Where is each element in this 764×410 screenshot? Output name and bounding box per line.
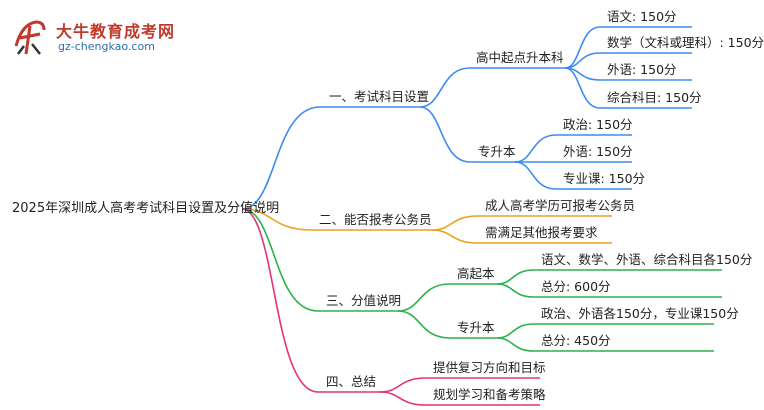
logo-mark-icon [14,20,46,55]
connector-b2-leaf [431,215,479,231]
leaf-review-direction: 提供复习方向和目标 [433,360,546,375]
leaf-foreign-language: 外语: 150分 [607,62,677,77]
leaf-other-requirements: 需满足其他报考要求 [485,225,598,240]
connector-zsb2-leaf [496,323,535,339]
connector-zsb-leaf [514,134,557,163]
connector-b4-leaf [379,391,427,406]
connector-b3-zsb [397,310,451,339]
branch-civil-servant: 二、能否报考公务员 [319,212,432,227]
connector-gaoqi-leaf [564,67,601,109]
connector-root-b2 [241,208,313,231]
connector-b3-gqb [397,283,451,312]
branch-summary: 四、总结 [326,374,377,389]
leaf-chinese: 语文: 150分 [607,9,677,24]
site-logo[interactable]: 大牛教育成考网 gz-chengkao.com [6,16,206,60]
branch-exam-subjects: 一、考试科目设置 [329,89,430,104]
leaf-foreign-language-2: 外语: 150分 [563,144,633,159]
connector-root-b4 [241,208,319,393]
node-gaoqiben: 高起本 [457,266,495,281]
leaf-politics: 政治: 150分 [563,117,633,132]
node-high-to-bachelor: 高中起点升本科 [476,50,564,65]
connector-b4-leaf [379,377,427,393]
connector-root-b3 [241,208,319,312]
root-node: 2025年深圳成人高考考试科目设置及分值说明 [12,201,280,216]
connector-gqb-leaf [496,283,535,298]
connector-zsb-leaf [514,161,557,190]
connector-root-b1 [241,106,321,210]
node-zhuanshengben-2: 专升本 [457,320,495,335]
leaf-plan-strategy: 规划学习和备考策略 [433,387,546,402]
node-zhuanshengben: 专升本 [478,144,516,159]
connector-b1-zsb [419,106,471,163]
logo-title: 大牛教育成考网 [56,22,176,41]
leaf-can-apply: 成人高考学历可报考公务员 [485,198,636,213]
connector-zsb2-leaf [496,337,535,352]
connector-gqb-leaf [496,269,535,285]
leaf-gaoqiben-subjects: 语文、数学、外语、综合科目各150分 [541,252,753,267]
logo-url[interactable]: gz-chengkao.com [58,40,155,53]
leaf-gaoqiben-total: 总分: 600分 [541,279,611,294]
connector-b1-gaoqi [419,67,471,108]
leaf-major-course: 专业课: 150分 [563,171,646,186]
leaf-math: 数学（文科或理科）: 150分 [607,35,764,50]
connector-gaoqi-leaf [564,26,601,69]
connector-b2-leaf [431,229,479,244]
leaf-comprehensive: 综合科目: 150分 [607,90,702,105]
leaf-zhuanshengben-total: 总分: 450分 [541,333,611,348]
leaf-zhuanshengben-subjects: 政治、外语各150分，专业课150分 [541,306,739,321]
branch-score-explanation: 三、分值说明 [326,293,402,308]
